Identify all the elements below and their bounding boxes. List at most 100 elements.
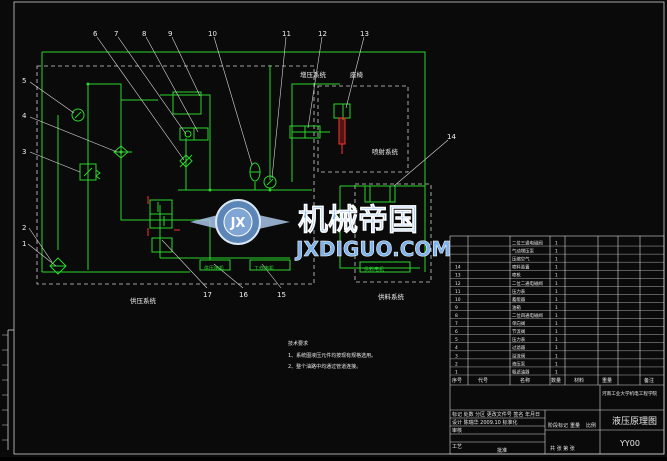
motor-1-label: 供压电机 [204, 265, 224, 272]
hydraulic-lines [41, 51, 426, 273]
bom-cell-qty: 1 [555, 353, 558, 359]
bom-cell-qty: 1 [555, 369, 558, 375]
callout-5: 5 [22, 77, 26, 85]
bom-cell-no: 8 [455, 313, 458, 319]
bom-header-material: 材料 [574, 377, 584, 384]
callout-8: 8 [142, 30, 146, 38]
bom-cell-no: 1 [455, 369, 458, 375]
feed-device-symbol [364, 185, 396, 203]
bom-cell-qty: 1 [555, 361, 558, 367]
bom-cell-qty: 1 [555, 305, 558, 311]
bom-cell-no: 7 [455, 321, 458, 327]
watermark-brand-en: JXDIGUO.COM [294, 237, 451, 261]
valve-marker-red [147, 196, 180, 236]
directional-valve-17-symbol [149, 199, 173, 253]
bom-cell-qty: 1 [555, 337, 558, 343]
bom-cell-name: 二位二通电磁阀 [512, 280, 543, 287]
sign-row-5: 批准 [497, 447, 507, 454]
gear-wing-logo-icon: JX [190, 199, 290, 245]
bom-row: 8 二位四通电磁阀 1 [455, 312, 558, 319]
bom-cell-no: 3 [455, 353, 458, 359]
jet-system-label: 喷射系统 [372, 147, 399, 156]
bom-cell-qty: 1 [555, 313, 558, 319]
drawing-title: 液压原理图 [612, 415, 657, 427]
watermark-logo: JX 机械帝国 JXDIGUO.COM [190, 199, 452, 261]
callout-12: 12 [318, 30, 327, 38]
logo-letters: JX [230, 216, 246, 231]
feed-system-boundary [354, 183, 432, 283]
callout-14: 14 [447, 133, 456, 141]
bom-cell-no: 2 [455, 361, 458, 367]
bom-cell-name: 喷枪 [512, 272, 521, 279]
sign-row-3: 审核 [452, 427, 462, 434]
bom-cell-no: 4 [455, 345, 458, 351]
bom-cell-name: 二位四通电磁阀 [512, 312, 543, 319]
supply-system-boundary [36, 65, 315, 285]
bom-cell-qty: 1 [555, 249, 558, 255]
weight-label: 重量 [570, 422, 580, 429]
callout-13: 13 [360, 30, 369, 38]
sign-row-1: 标记 处数 分区 更改文件号 签名 年月日 [452, 411, 540, 418]
pressure-system-label: 增压系统 [300, 70, 327, 79]
bom-row: 3 溢流阀 1 [455, 352, 558, 359]
left-margin-ticks [2, 334, 8, 441]
pump-motor-symbols [199, 259, 411, 273]
bom-row: 11 压力表 1 [455, 288, 558, 295]
check-valve-symbol [179, 127, 209, 141]
bom-header-code: 代号 [478, 377, 488, 384]
callout-6: 6 [93, 30, 98, 38]
drawing-code: YY00 [619, 439, 640, 448]
bom-cell-name: 压力表 [512, 336, 526, 343]
technical-notes: 技术要求 1、系统图液压元件均按现有规格选用。 2、整个油路中均通过管道连接。 [288, 340, 376, 370]
callout-10: 10 [208, 30, 217, 38]
scale-label: 比例 [586, 422, 596, 429]
bom-cell-no: 9 [455, 305, 458, 311]
callout-2: 2 [22, 224, 26, 232]
notes-line-1: 1、系统图液压元件均按现有规格选用。 [288, 352, 376, 359]
bom-cell-no: 13 [455, 273, 461, 279]
jet-system-boundary [317, 85, 409, 173]
notes-line-2: 2、整个油路中均通过管道连接。 [288, 363, 361, 370]
stage-mark: 阶段标记 [548, 422, 568, 429]
bom-cell-name: 蓄能器 [512, 296, 526, 303]
bom-row: 9 油箱 1 [455, 304, 558, 311]
bom-cell-name: 单向阀 [512, 320, 525, 327]
bom-cell-name: 节流阀 [512, 328, 525, 335]
bom-cell-qty: 1 [555, 281, 558, 287]
bom-cell-name: 油箱 [512, 304, 521, 311]
bom-row-lines [450, 245, 664, 376]
callout-9: 9 [168, 30, 172, 38]
throttle-valve-symbol [179, 154, 193, 168]
callout-11: 11 [282, 30, 291, 38]
bom-header-name: 名称 [520, 377, 530, 384]
bom-cell-name: 二位三通电磁阀 [512, 239, 543, 246]
system-labels: 供压系统 增压系统 座椅 喷射系统 供料系统 供压电机 工作电机 供料电机 [130, 70, 405, 305]
bom-cell-qty: 1 [555, 240, 558, 246]
title-block-texts: 河南工业大学机电工程学院 液压原理图 YY00 标记 处数 分区 更改文件号 签… [452, 390, 658, 454]
sign-row-2: 设计 陈瑞华 2009.10 标准化 [452, 419, 517, 426]
bom-header-qty: 数量 [551, 377, 561, 384]
callout-16: 16 [239, 291, 248, 299]
feed-system-label: 供料系统 [378, 292, 405, 301]
supply-system-label: 供压系统 [130, 296, 157, 305]
bom-cell-qty: 1 [555, 265, 558, 271]
bom-cell-name: 压力表 [512, 288, 526, 295]
bom-cell-no: 11 [455, 289, 461, 295]
bom-row: 13 喷枪 1 [455, 272, 558, 279]
tank-symbol [172, 91, 202, 115]
motor-3-label: 供料电机 [364, 266, 384, 273]
school-name: 河南工业大学机电工程学院 [602, 390, 658, 397]
bom-cell-qty: 1 [555, 257, 558, 263]
bom-cell-qty: 1 [555, 273, 558, 279]
sheets-label: 共 张 第 张 [550, 445, 575, 452]
bom-cell-qty: 1 [555, 289, 558, 295]
bom-cell-name: 喷料装置 [512, 264, 530, 271]
junction-dots [86, 82, 272, 192]
bom-cell-name: 溢流阀 [512, 352, 525, 359]
